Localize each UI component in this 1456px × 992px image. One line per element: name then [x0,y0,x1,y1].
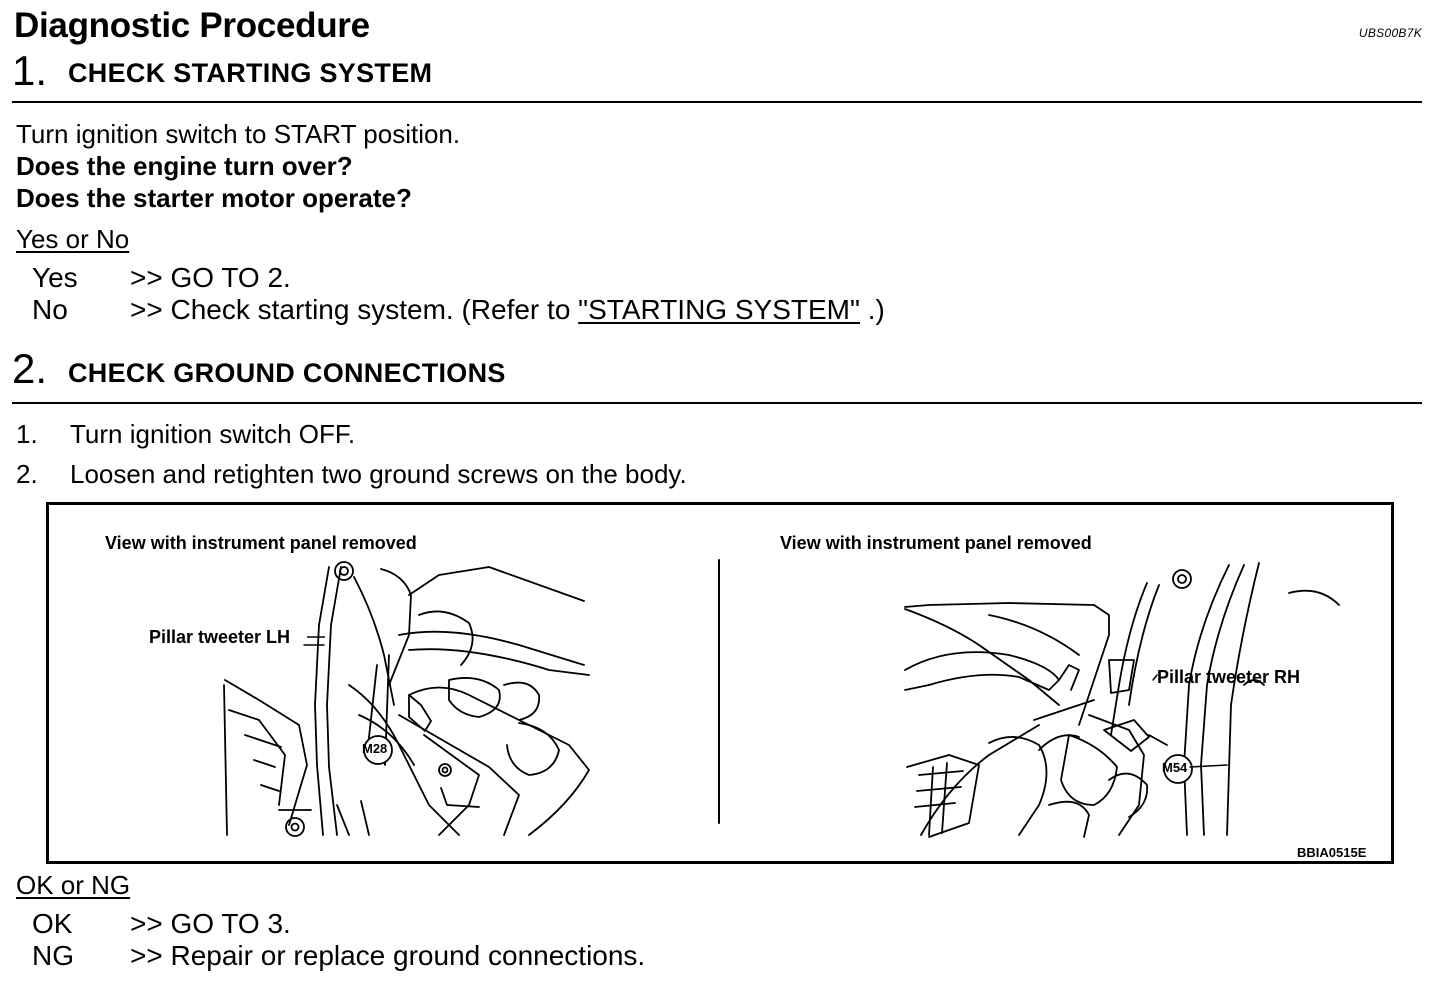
step-1-instruction: Turn ignition switch to START position. [16,119,461,149]
connector-m54-label: M54 [1162,760,1188,775]
pillar-tweeter-rh-label: Pillar tweeter RH [1157,667,1301,687]
step-1-option-no-action: >> Check starting system. (Refer to "STA… [130,294,885,326]
step-1-title: CHECK STARTING SYSTEM [68,58,433,88]
step-2-option-ng-key: NG [32,940,74,971]
step-1-number: 1. [12,47,48,94]
step-1-option-no-suffix: .) [859,294,885,325]
connector-m28-label: M28 [362,741,388,756]
pillar-tweeter-lh-label: Pillar tweeter LH [149,627,291,647]
step-1-question-engine: Does the engine turn over? [16,151,353,181]
step-2-choice-heading: OK or NG [16,870,131,900]
step-1-choice-heading: Yes or No [16,224,130,254]
step-1-divider [12,101,1422,103]
step-2-option-ng-action: >> Repair or replace ground connections. [130,940,646,971]
step-1-option-no-text: >> Check starting system. (Refer to [130,294,579,325]
step-1-question-starter: Does the starter motor operate? [16,183,412,213]
step-2-substep-2-number: 2. [16,459,38,489]
starting-system-link[interactable]: "STARTING SYSTEM" [578,294,860,325]
right-drawing [904,562,1340,838]
step-2-option-ok-action: >> GO TO 3. [130,908,291,939]
page-title: Diagnostic Procedure [14,6,370,45]
ground-connection-figure: View with instrument panel removed View … [46,502,1394,864]
step-2-option-ok-key: OK [32,908,73,939]
figure-line-art [223,559,1340,838]
step-2-title: CHECK GROUND CONNECTIONS [68,358,506,388]
figure-left-caption: View with instrument panel removed [105,533,417,553]
step-2-substep-2-text: Loosen and retighten two ground screws o… [70,459,687,489]
step-2-divider [12,402,1422,404]
step-1-option-yes-key: Yes [32,262,78,293]
step-1-option-yes-action: >> GO TO 2. [130,262,291,293]
step-2-substep-1-number: 1. [16,419,38,449]
figure-id: BBIA0515E [1297,845,1367,860]
step-2-substep-1-text: Turn ignition switch OFF. [70,419,356,449]
step-2-number: 2. [12,345,48,392]
document-code: UBS00B7K [1358,26,1422,40]
figure-right-caption: View with instrument panel removed [780,533,1092,553]
left-drawing [223,561,590,837]
step-1-option-no-key: No [32,294,68,325]
